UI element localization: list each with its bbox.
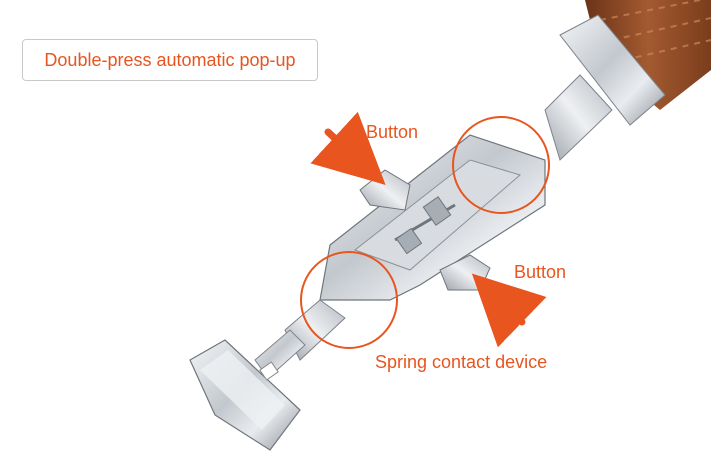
leather-strap <box>585 0 711 110</box>
caption-box: Double-press automatic pop-up <box>22 39 318 81</box>
top-button <box>359 169 411 211</box>
label-button-right: Button <box>514 262 567 282</box>
lower-end-piece <box>189 339 301 451</box>
caption-text: Double-press automatic pop-up <box>44 49 296 70</box>
label-button-top: Button <box>366 122 419 142</box>
clasp-body <box>319 134 546 301</box>
label-spring-contact: Spring contact device <box>375 352 548 372</box>
highlight-circle-lower <box>300 251 398 349</box>
arrow-top-button <box>310 111 386 185</box>
highlight-circle-upper <box>452 116 550 214</box>
upper-blade <box>544 74 613 161</box>
arrow-bottom-button <box>471 273 547 348</box>
